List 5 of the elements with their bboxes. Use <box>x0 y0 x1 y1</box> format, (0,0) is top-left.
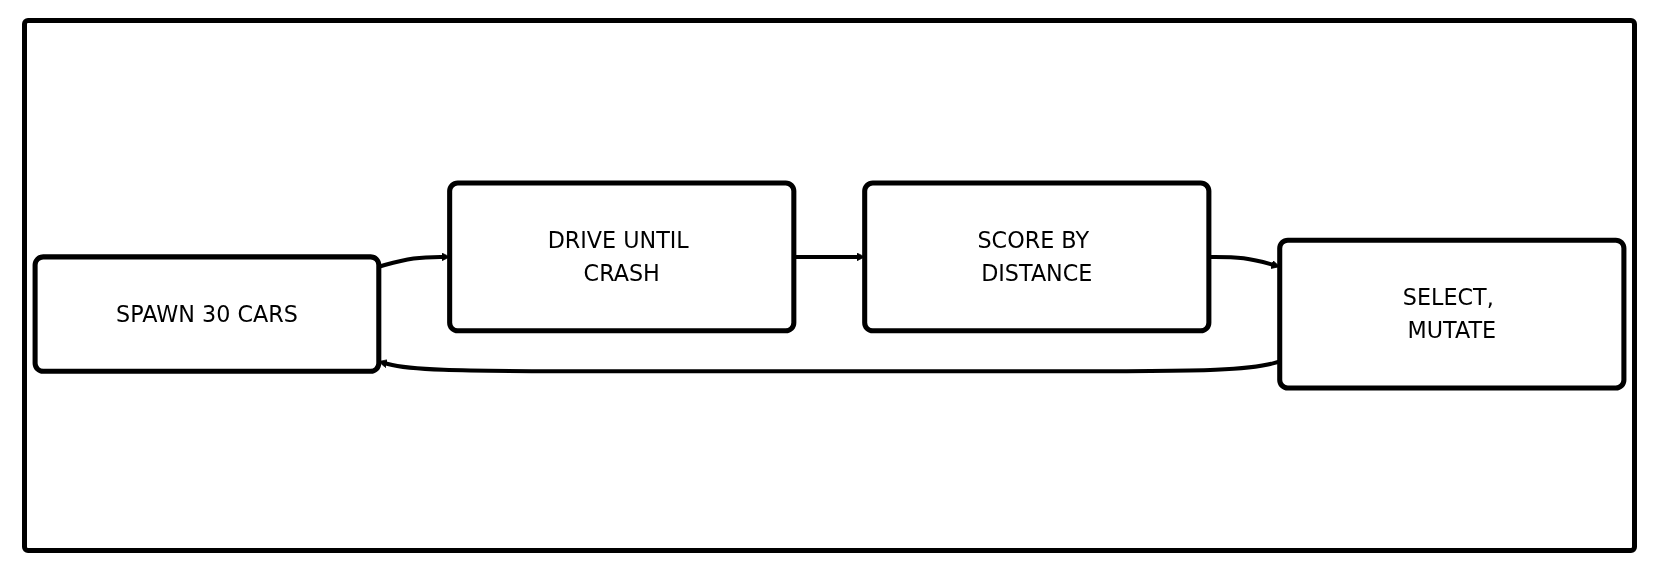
outer-frame: SPAWN 30 CARS DRIVE UNTIL CRASH SCORE BY DISTANCE SELECT, MUTATE <box>22 18 1637 553</box>
node-box <box>447 180 797 334</box>
node-box <box>862 180 1212 334</box>
node-box <box>32 254 382 374</box>
node-box <box>1277 237 1627 391</box>
